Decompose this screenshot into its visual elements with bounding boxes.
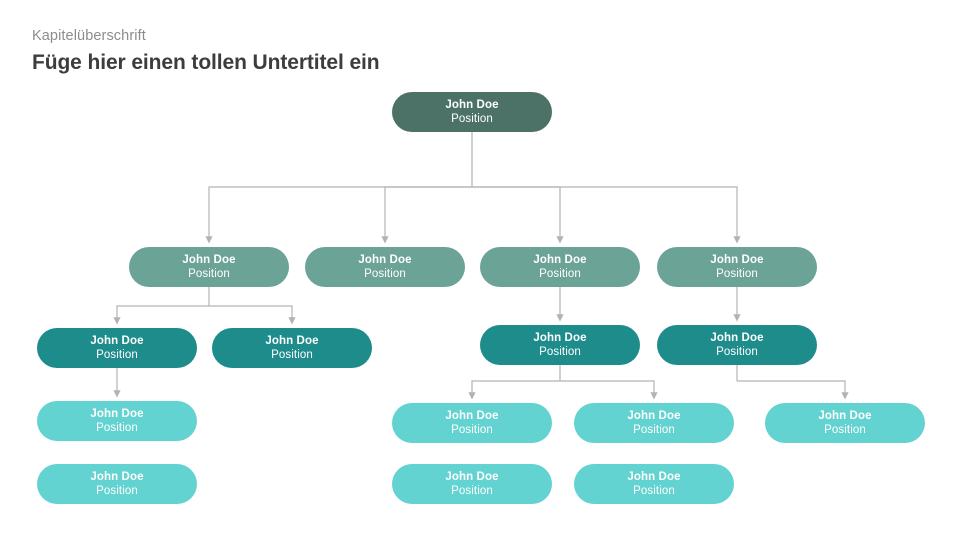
org-node-role: Position <box>633 423 675 436</box>
org-node-name: John Doe <box>627 409 681 422</box>
org-node-role: Position <box>716 267 758 280</box>
org-node-role: Position <box>271 348 313 361</box>
org-node-role: Position <box>716 345 758 358</box>
org-node-name: John Doe <box>818 409 872 422</box>
org-node-role: Position <box>451 423 493 436</box>
org-node-role: Position <box>96 348 138 361</box>
org-node-name: John Doe <box>358 253 412 266</box>
org-node-role: Position <box>633 484 675 497</box>
org-node-role: Position <box>539 345 581 358</box>
org-node-role: Position <box>451 484 493 497</box>
header-block: Kapitelüberschrift Füge hier einen tolle… <box>32 26 380 77</box>
org-node-name: John Doe <box>627 470 681 483</box>
org-node-role: Position <box>364 267 406 280</box>
org-node-role: Position <box>188 267 230 280</box>
org-connector <box>381 186 472 244</box>
org-node-name: John Doe <box>445 409 499 422</box>
org-connector <box>472 186 564 244</box>
org-node-name: John Doe <box>445 98 499 111</box>
org-connector <box>737 380 849 400</box>
org-connector <box>205 186 472 244</box>
org-node-role: Position <box>96 421 138 434</box>
org-connector <box>209 305 296 325</box>
chapter-label: Kapitelüberschrift <box>32 28 146 44</box>
org-node-role: Position <box>96 484 138 497</box>
org-node-name: John Doe <box>90 334 144 347</box>
org-node-name: John Doe <box>533 331 587 344</box>
org-node-name: John Doe <box>90 407 144 420</box>
org-connector <box>560 380 658 400</box>
org-node-name: John Doe <box>710 253 764 266</box>
org-node-name: John Doe <box>265 334 319 347</box>
org-node-name: John Doe <box>182 253 236 266</box>
org-node-role: Position <box>824 423 866 436</box>
org-node-role: Position <box>539 267 581 280</box>
page-title: Füge hier einen tollen Untertitel ein <box>32 51 380 74</box>
org-connector <box>468 380 560 400</box>
org-connector <box>113 305 209 325</box>
org-node-name: John Doe <box>90 470 144 483</box>
org-node-name: John Doe <box>445 470 499 483</box>
org-node-role: Position <box>451 112 493 125</box>
org-connector <box>472 186 741 244</box>
org-node-name: John Doe <box>710 331 764 344</box>
org-node-name: John Doe <box>533 253 587 266</box>
